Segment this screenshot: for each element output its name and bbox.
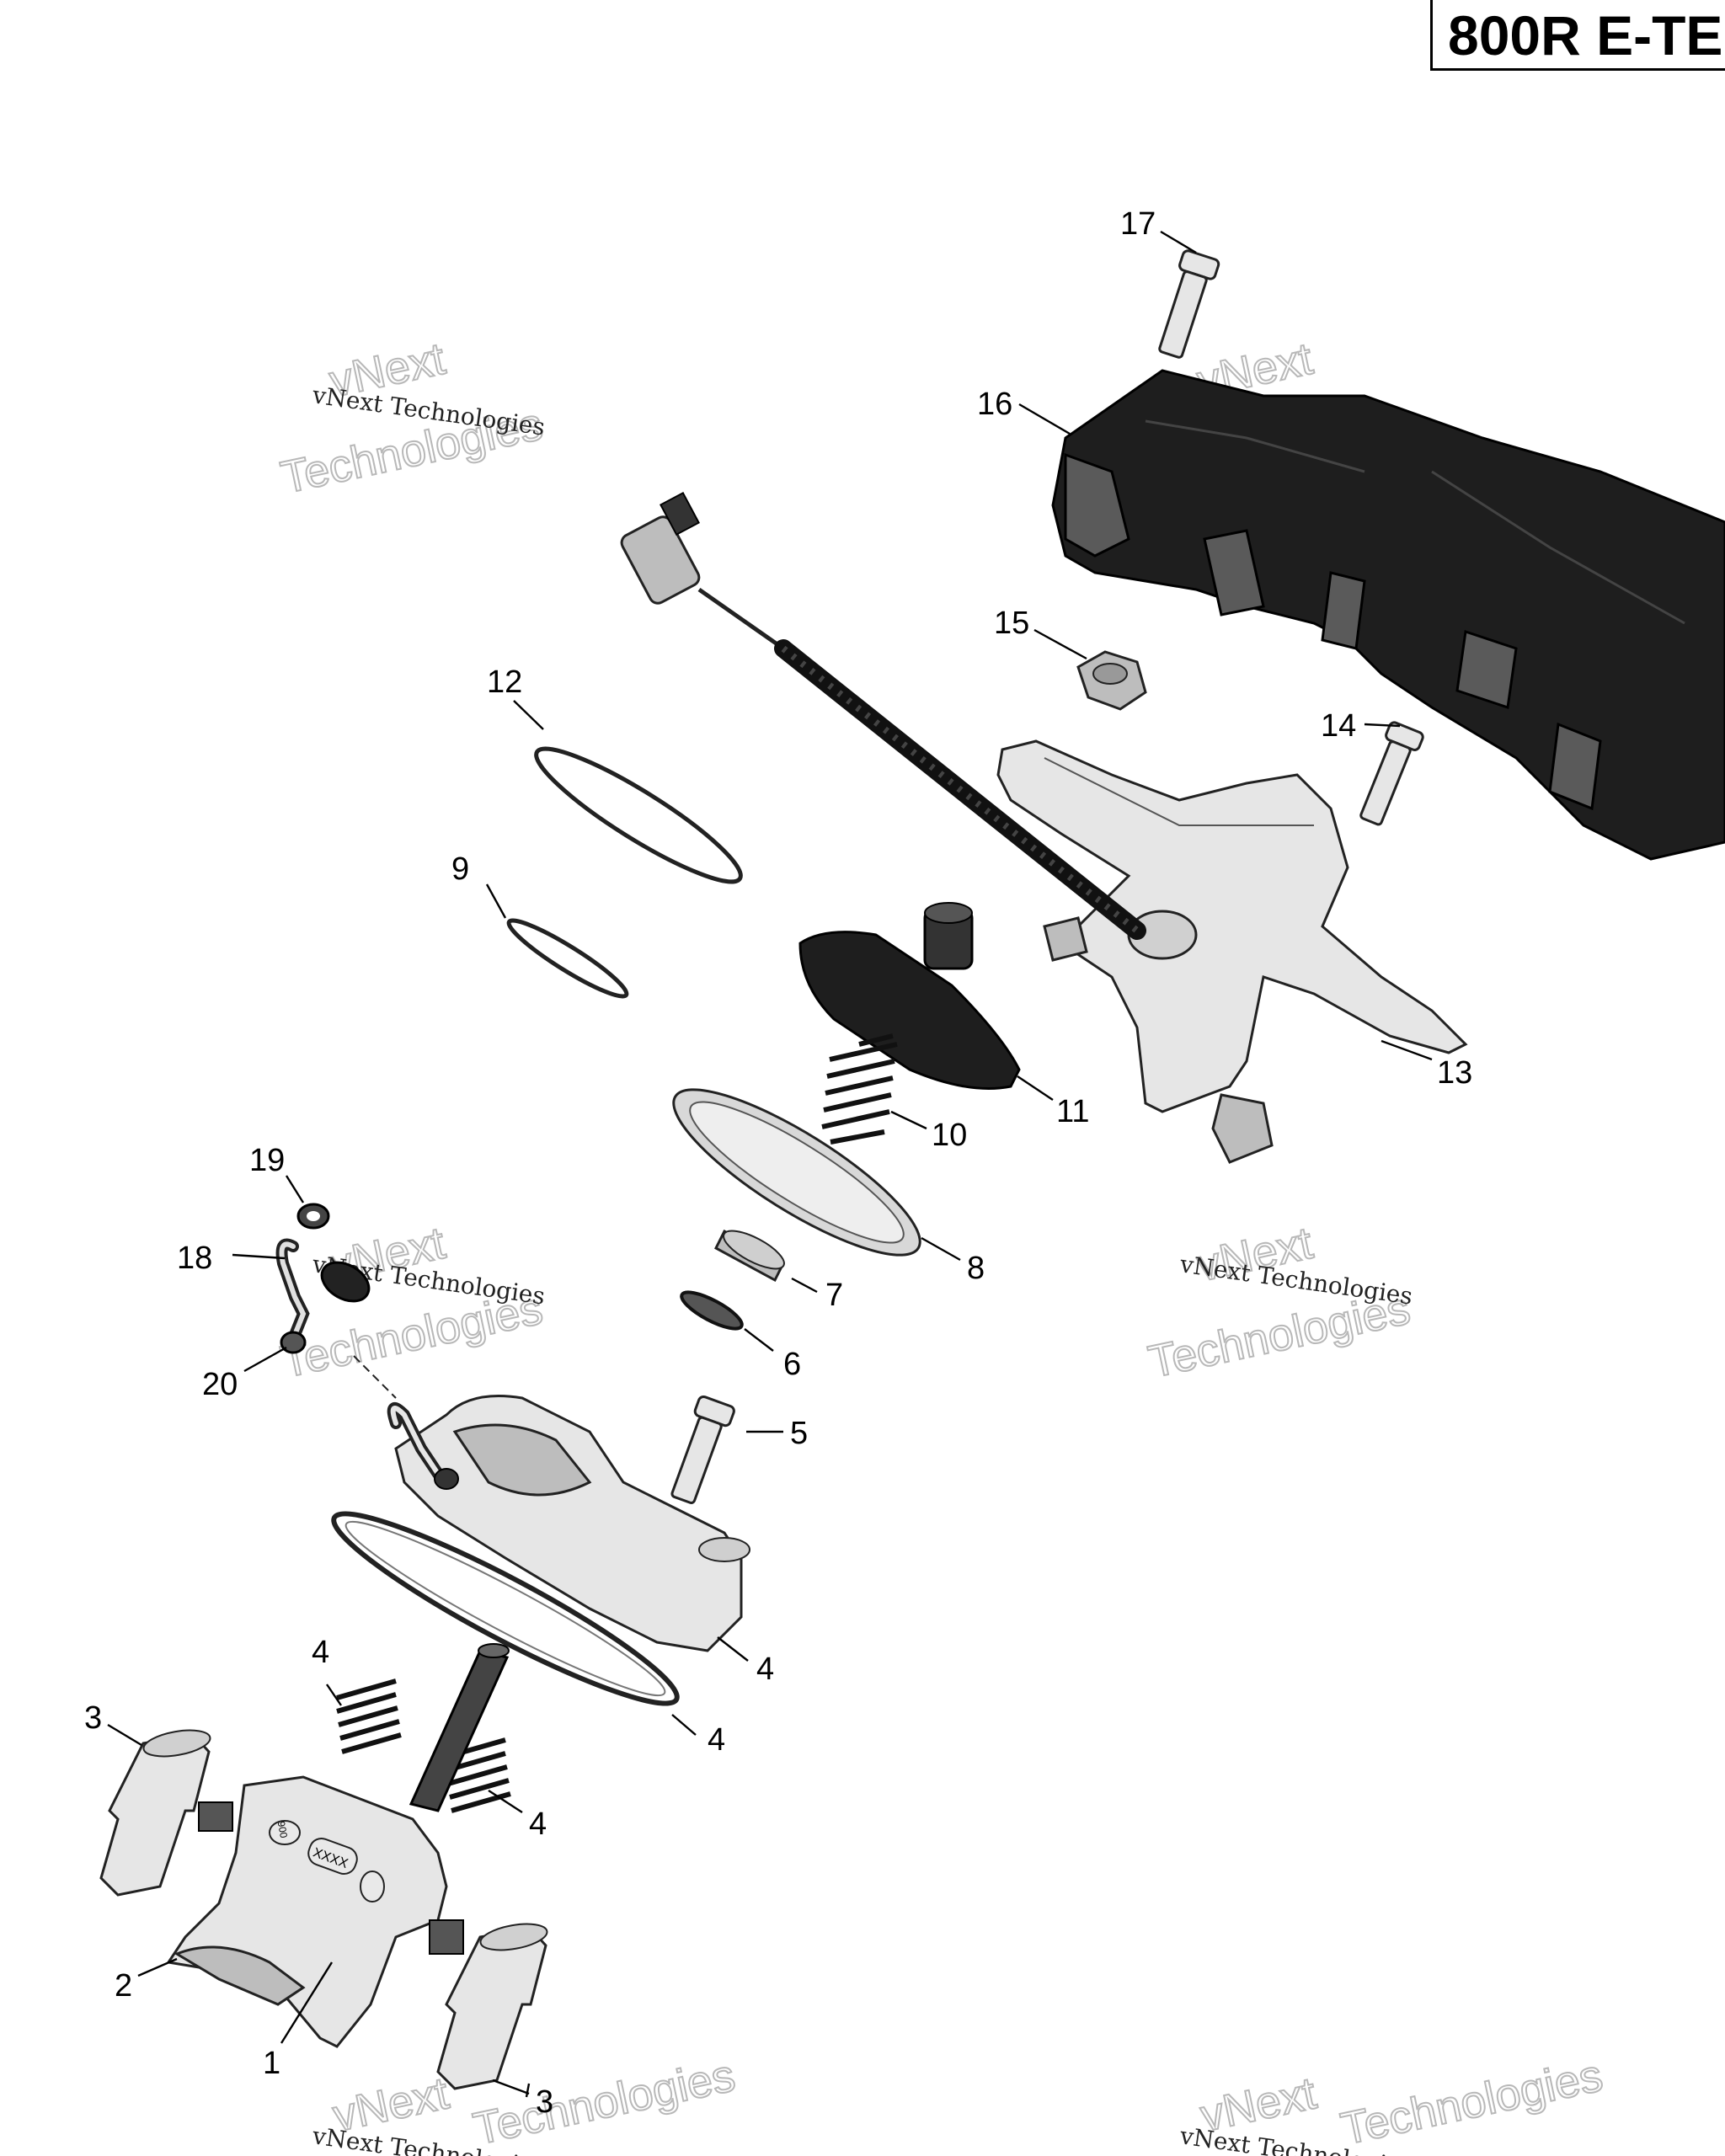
callout-labels: 17 16 15 14 13 12 9 11 10 8 7 6 5 4 4 4 … <box>84 206 1472 2120</box>
part-5-gasket <box>331 1511 680 1706</box>
callout-22-bottom: 20 <box>202 1367 238 1402</box>
watermark-big-technologies: Technologies <box>469 2050 740 2154</box>
model-title-box: 800R E-TE <box>1430 0 1725 71</box>
part-19-bolt <box>1158 249 1220 359</box>
callout-22-top: 19 <box>249 1143 285 1178</box>
callout-1: 1 <box>263 2046 280 2081</box>
part-3-sleeve-bottom <box>436 1923 548 2090</box>
part-17-nut <box>1076 650 1147 711</box>
callout-8: 6 <box>783 1347 801 1382</box>
callout-5: 4 <box>708 1722 725 1758</box>
part-22-clamp-top <box>296 1203 330 1230</box>
model-title: 800R E-TE <box>1448 4 1723 67</box>
part-3-sleeve-top <box>99 1729 211 1897</box>
part-12-spring <box>821 1033 898 1145</box>
callout-7: 5 <box>790 1416 808 1451</box>
callout-19: 17 <box>1120 206 1156 242</box>
part-14-large-o-ring <box>534 746 743 884</box>
part-9-washer <box>714 1229 785 1283</box>
part-21-check-valve <box>320 1261 371 1303</box>
part-8-thin-washer <box>680 1290 744 1331</box>
callout-20: 18 <box>177 1241 212 1276</box>
leader-lines <box>107 230 1433 2098</box>
part-10-cup <box>672 1088 921 1257</box>
callout-4-spring-left: 4 <box>312 1635 329 1670</box>
callout-10: 8 <box>967 1251 985 1286</box>
callout-16: 14 <box>1321 708 1356 744</box>
assembly-guide-line <box>353 1355 397 1399</box>
side-mark-text: 900 <box>275 1820 290 1838</box>
part-sensor-harness <box>620 491 1146 940</box>
part-18-cover <box>1051 369 1725 861</box>
part-4-spring-left <box>336 1678 402 1754</box>
callout-3-top: 3 <box>84 1700 102 1736</box>
callout-9: 7 <box>825 1278 843 1313</box>
part-11-small-o-ring <box>506 918 629 999</box>
watermark-big-technologies: Technologies <box>1337 2050 1607 2154</box>
callout-3-bottom: 3 <box>536 2084 553 2120</box>
part-16-bolt <box>1359 721 1424 826</box>
part-shaft <box>409 1643 510 1812</box>
callout-14: 12 <box>487 664 522 700</box>
callout-4-spring-right: 4 <box>529 1806 547 1842</box>
part-22-clamp-bottom <box>280 1331 307 1354</box>
callout-11: 9 <box>451 851 469 887</box>
callout-18: 16 <box>977 387 1012 422</box>
callout-15: 13 <box>1437 1055 1472 1091</box>
part-15-bracket <box>996 739 1468 1164</box>
callout-2: 2 <box>115 1968 132 2004</box>
callout-17: 15 <box>994 606 1029 641</box>
callout-12: 10 <box>932 1118 967 1153</box>
part-4-spring-right <box>446 1737 511 1813</box>
callout-6: 4 <box>756 1652 774 1687</box>
part-7-bolt <box>670 1395 735 1504</box>
part-13-diaphragm <box>798 902 1021 1090</box>
callout-13: 11 <box>1056 1094 1089 1129</box>
part-2-seal <box>174 1945 306 2006</box>
part-1-valve-body: XXXX 900 <box>166 1775 464 2048</box>
part-6-housing <box>387 1395 750 1652</box>
